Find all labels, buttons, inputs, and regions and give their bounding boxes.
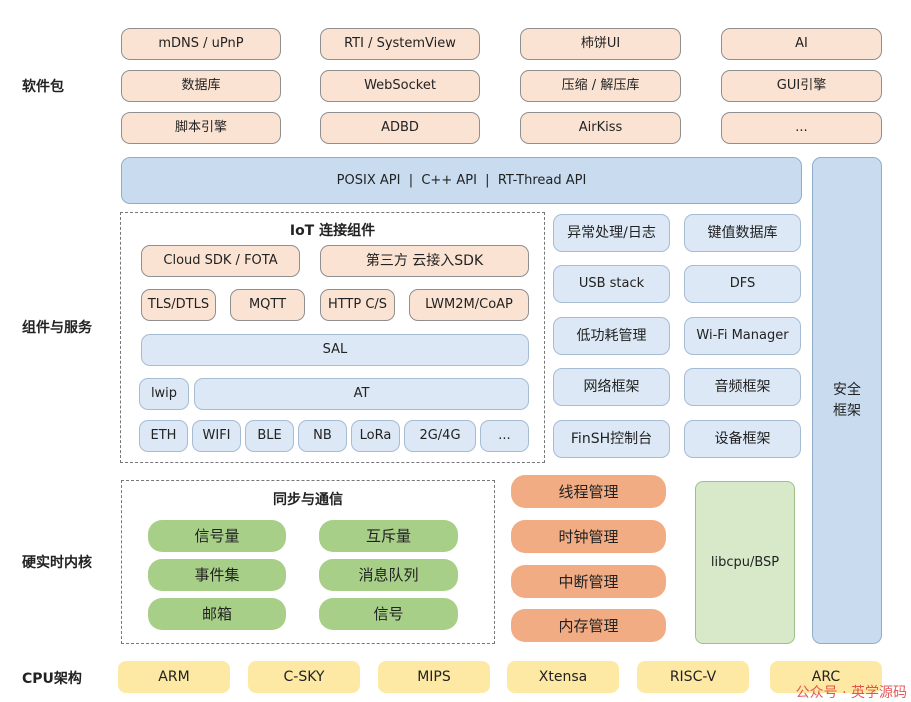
kernel-mgmt-item: 时钟管理 [511,520,666,553]
iot-region [120,212,545,463]
sync-item: 邮箱 [148,598,286,630]
layer-label-cpu: CPU架构 [22,671,82,687]
layer-label-packages: 软件包 [22,79,64,95]
iot-protocol-box: HTTP C/S [320,289,395,321]
security-framework: 安全 框架 [812,157,882,644]
service-box: USB stack [553,265,670,303]
service-box: DFS [684,265,801,303]
iot-title: IoT 连接组件 [289,223,376,239]
iot-link-box: NB [298,420,347,452]
iot-protocol-box: LWM2M/CoAP [409,289,529,321]
iot-lwip-box: lwip [139,378,189,410]
sync-item: 互斥量 [319,520,458,552]
iot-link-box: ... [480,420,529,452]
iot-sal-bar: SAL [141,334,529,366]
iot-link-box: ETH [139,420,188,452]
iot-link-box: LoRa [351,420,400,452]
iot-at-bar: AT [194,378,529,410]
sync-item: 事件集 [148,559,286,591]
service-box: 异常处理/日志 [553,214,670,252]
sync-item: 信号量 [148,520,286,552]
iot-protocol-box: MQTT [230,289,305,321]
package-box: AirKiss [520,112,681,144]
cpu-arch-box: RISC-V [637,661,749,693]
sync-item: 信号 [319,598,458,630]
package-box: GUI引擎 [721,70,882,102]
layer-label-components: 组件与服务 [22,320,92,336]
cpu-arch-box: Xtensa [507,661,619,693]
package-box: mDNS / uPnP [121,28,281,60]
iot-link-box: 2G/4G [404,420,476,452]
service-box: 键值数据库 [684,214,801,252]
package-box: 脚本引擎 [121,112,281,144]
cpu-arch-box: MIPS [378,661,490,693]
kernel-mgmt-item: 中断管理 [511,565,666,598]
iot-link-box: BLE [245,420,294,452]
service-box: FinSH控制台 [553,420,670,458]
api-bar: POSIX API | C++ API | RT-Thread API [121,157,802,204]
service-box: 低功耗管理 [553,317,670,355]
iot-protocol-box: TLS/DTLS [141,289,216,321]
package-box: 数据库 [121,70,281,102]
package-box: RTI / SystemView [320,28,480,60]
layer-label-kernel: 硬实时内核 [22,555,92,571]
cpu-arch-box: ARC [770,661,882,693]
sync-item: 消息队列 [319,559,458,591]
kernel-mgmt-item: 内存管理 [511,609,666,642]
iot-cloud-box: Cloud SDK / FOTA [141,245,300,277]
package-box: WebSocket [320,70,480,102]
package-box: ADBD [320,112,480,144]
iot-link-box: WIFI [192,420,241,452]
cpu-arch-box: ARM [118,661,230,693]
cpu-arch-box: C-SKY [248,661,360,693]
kernel-mgmt-item: 线程管理 [511,475,666,508]
service-box: 设备框架 [684,420,801,458]
service-box: 音频框架 [684,368,801,406]
bsp-box: libcpu/BSP [695,481,795,644]
service-box: Wi-Fi Manager [684,317,801,355]
sync-title: 同步与通信 [273,492,343,508]
service-box: 网络框架 [553,368,670,406]
package-box: 柿饼UI [520,28,681,60]
iot-cloud-box: 第三方 云接入SDK [320,245,529,277]
sync-region [121,480,495,644]
watermark: 公众号 · 英学源码 [795,685,907,701]
package-box: 压缩 / 解压库 [520,70,681,102]
package-box: ... [721,112,882,144]
package-box: AI [721,28,882,60]
